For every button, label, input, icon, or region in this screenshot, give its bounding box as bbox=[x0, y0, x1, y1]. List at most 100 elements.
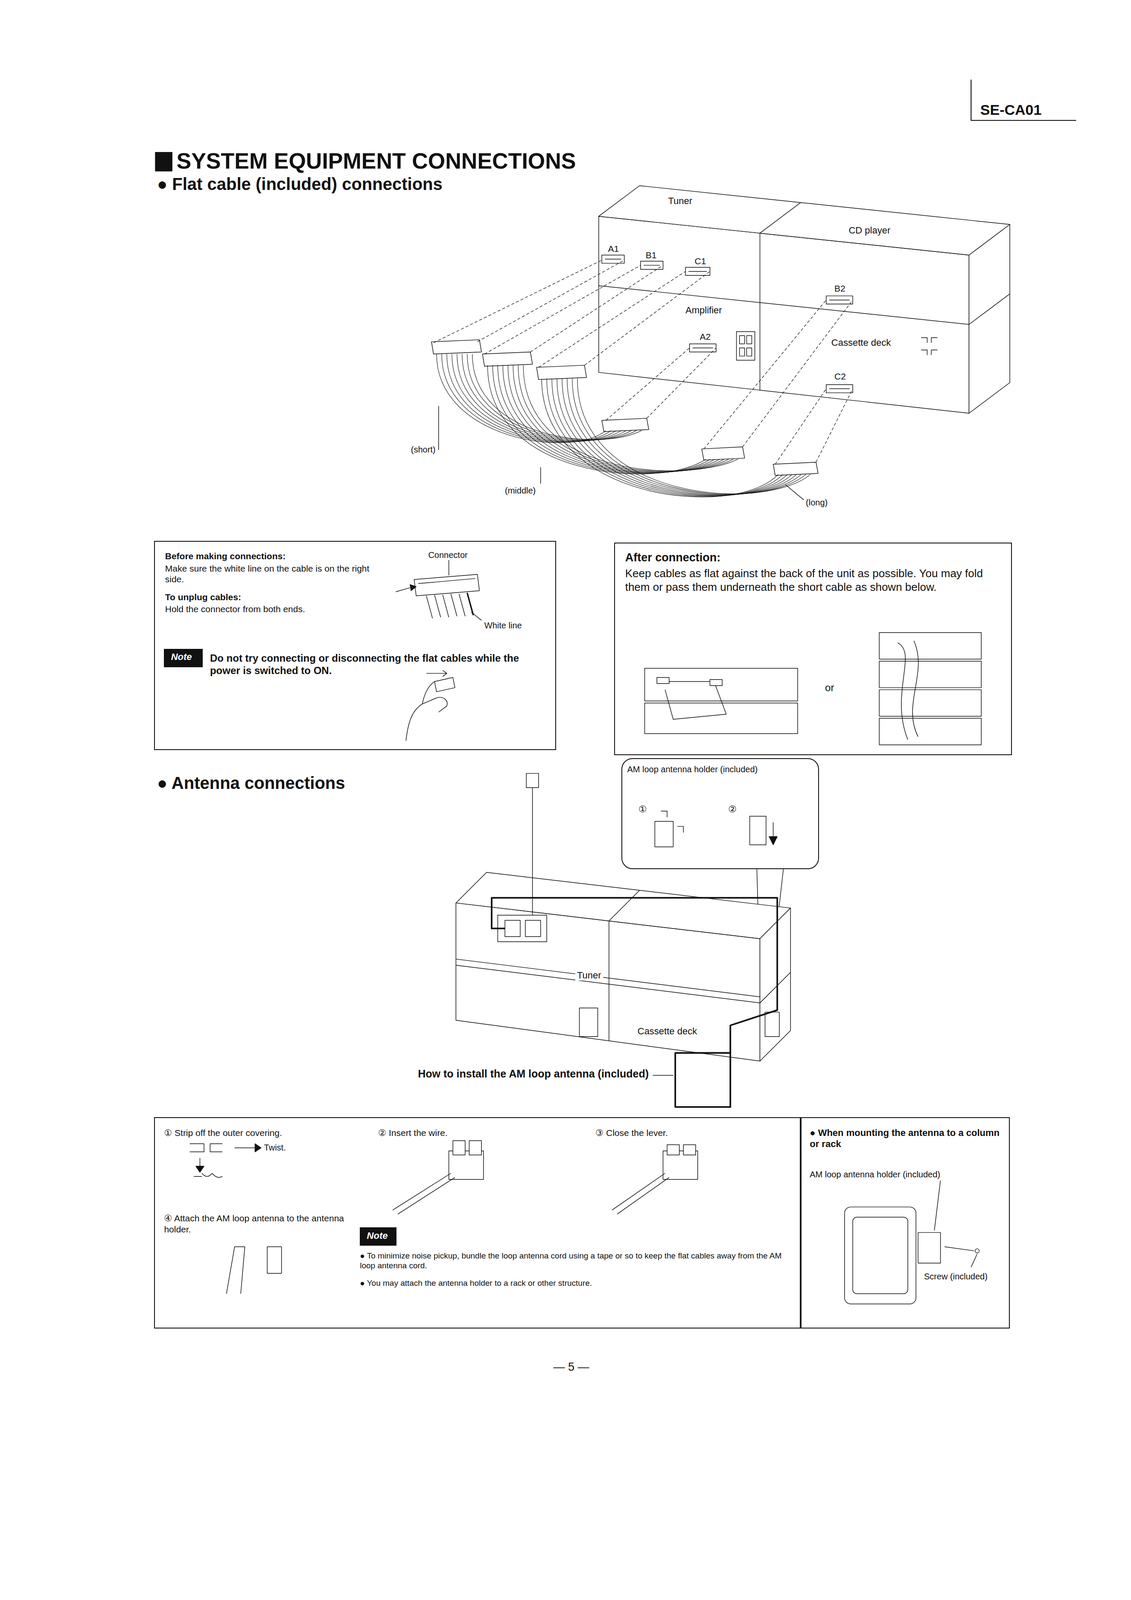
instruction-box: After connection:Keep cables as flat aga… bbox=[614, 542, 1012, 755]
speaker-terminal bbox=[746, 335, 752, 344]
note-text: ● To minimize noise pickup, bundle the l… bbox=[359, 1250, 789, 1271]
connector-sketch bbox=[426, 593, 466, 618]
step-text: ③ Close the lever. bbox=[595, 1127, 668, 1139]
part-label: AM loop antenna holder (included) bbox=[626, 763, 758, 775]
antenna-terminal bbox=[497, 773, 780, 1037]
flat-cable bbox=[572, 378, 806, 495]
holder-sketch bbox=[769, 836, 778, 845]
socket bbox=[685, 267, 710, 276]
warning-text: Do not try connecting or disconnecting t… bbox=[209, 651, 552, 677]
antenna-stack bbox=[455, 871, 791, 1061]
socket bbox=[826, 384, 853, 393]
flat-cable bbox=[562, 378, 797, 496]
step-box: ① Strip off the outer covering.Twist.② I… bbox=[154, 1116, 801, 1329]
alternative-word: or bbox=[824, 681, 834, 694]
socket bbox=[688, 271, 707, 272]
stack-sketch bbox=[644, 632, 982, 745]
plug bbox=[431, 339, 482, 354]
unit-name: Cassette deck bbox=[637, 1026, 697, 1037]
step-text: ① Strip off the outer covering. bbox=[163, 1127, 282, 1139]
system-stack bbox=[760, 202, 802, 391]
flat-cable bbox=[556, 378, 793, 496]
guide-line bbox=[433, 259, 853, 464]
terminal-sketch bbox=[392, 1173, 455, 1215]
flat-cable bbox=[577, 378, 811, 494]
antenna-stack bbox=[455, 959, 791, 1003]
leader-line bbox=[785, 484, 804, 500]
flat-cable bbox=[523, 365, 738, 471]
flat-cable bbox=[502, 365, 720, 473]
holder-sketch bbox=[654, 821, 674, 847]
note-badge: Note bbox=[359, 1227, 397, 1246]
guide-line bbox=[703, 300, 853, 449]
leader-line bbox=[540, 467, 541, 484]
plug bbox=[482, 352, 533, 367]
cable-length: (middle) bbox=[504, 485, 536, 496]
guide-line bbox=[775, 388, 853, 465]
socket bbox=[692, 347, 714, 348]
step-number: ① bbox=[638, 803, 648, 816]
antenna-terminal bbox=[532, 787, 533, 916]
stack-sketch bbox=[644, 702, 798, 734]
unit-name: Amplifier bbox=[685, 305, 723, 316]
socket bbox=[829, 388, 850, 389]
socket bbox=[689, 343, 717, 352]
part-label: AM loop antenna holder (included) bbox=[809, 1168, 941, 1180]
leader-line bbox=[438, 405, 805, 500]
terminal-sketch bbox=[683, 1144, 696, 1155]
terminal-sketch bbox=[667, 1144, 680, 1155]
flat-cable bbox=[497, 365, 715, 473]
page-number: — 5 — bbox=[553, 1360, 589, 1374]
note-label: Note bbox=[367, 1230, 388, 1242]
connector-id: B1 bbox=[645, 250, 657, 260]
holder-sketch bbox=[749, 816, 767, 845]
antenna-stack bbox=[455, 871, 791, 939]
terminal-sketch bbox=[452, 1140, 466, 1155]
flat-cable bbox=[546, 378, 783, 497]
plug bbox=[601, 418, 649, 432]
unit-name: CD player bbox=[848, 225, 891, 236]
terminal-sketch bbox=[612, 1173, 670, 1215]
holder-sketch bbox=[661, 810, 684, 833]
system-stack bbox=[969, 224, 1011, 414]
instruction-text: Make sure the white line on the cable is… bbox=[165, 562, 385, 585]
leader-line bbox=[438, 405, 439, 450]
box-heading: After connection: bbox=[625, 550, 721, 565]
plug bbox=[701, 446, 745, 461]
antenna-terminal bbox=[526, 773, 539, 788]
wire-sketch bbox=[199, 1157, 201, 1166]
connector-sketch bbox=[395, 587, 410, 592]
note-label: Note bbox=[171, 651, 193, 663]
step-number: ② bbox=[728, 803, 737, 816]
connector-sketch bbox=[418, 578, 476, 584]
speaker-terminal bbox=[739, 335, 745, 344]
wire-sketch bbox=[234, 1147, 256, 1148]
section-heading: ● Flat cable (included) connections bbox=[157, 174, 443, 194]
flat-cable bbox=[436, 353, 811, 497]
guide-line bbox=[433, 259, 625, 343]
socket bbox=[640, 261, 664, 270]
model-number: SE-CA01 bbox=[980, 102, 1042, 118]
box-heading: Before making connections: bbox=[165, 550, 286, 562]
guide-line bbox=[484, 265, 663, 354]
speaker-terminal bbox=[736, 331, 755, 361]
figure-caption: How to install the AM loop antenna (incl… bbox=[417, 1067, 649, 1080]
box-heading: ● When mounting the antenna to a column … bbox=[809, 1127, 1006, 1151]
header-rule bbox=[970, 79, 1076, 121]
note-text: ● You may attach the antenna holder to a… bbox=[359, 1277, 789, 1288]
stack-sketch bbox=[879, 661, 982, 688]
system-stack bbox=[598, 285, 1010, 325]
hand-sketch bbox=[434, 677, 455, 692]
stack-sketch bbox=[879, 689, 982, 717]
plug bbox=[536, 365, 587, 380]
corner-mark bbox=[921, 337, 938, 356]
flat-cable bbox=[541, 378, 779, 498]
page-title: SYSTEM EQUIPMENT CONNECTIONS bbox=[176, 148, 576, 174]
antenna-terminal bbox=[765, 1011, 780, 1037]
speaker-terminal bbox=[746, 347, 752, 356]
part-label: Connector bbox=[428, 549, 468, 560]
connector-id: B2 bbox=[834, 283, 846, 294]
connector-id: A1 bbox=[607, 243, 619, 254]
